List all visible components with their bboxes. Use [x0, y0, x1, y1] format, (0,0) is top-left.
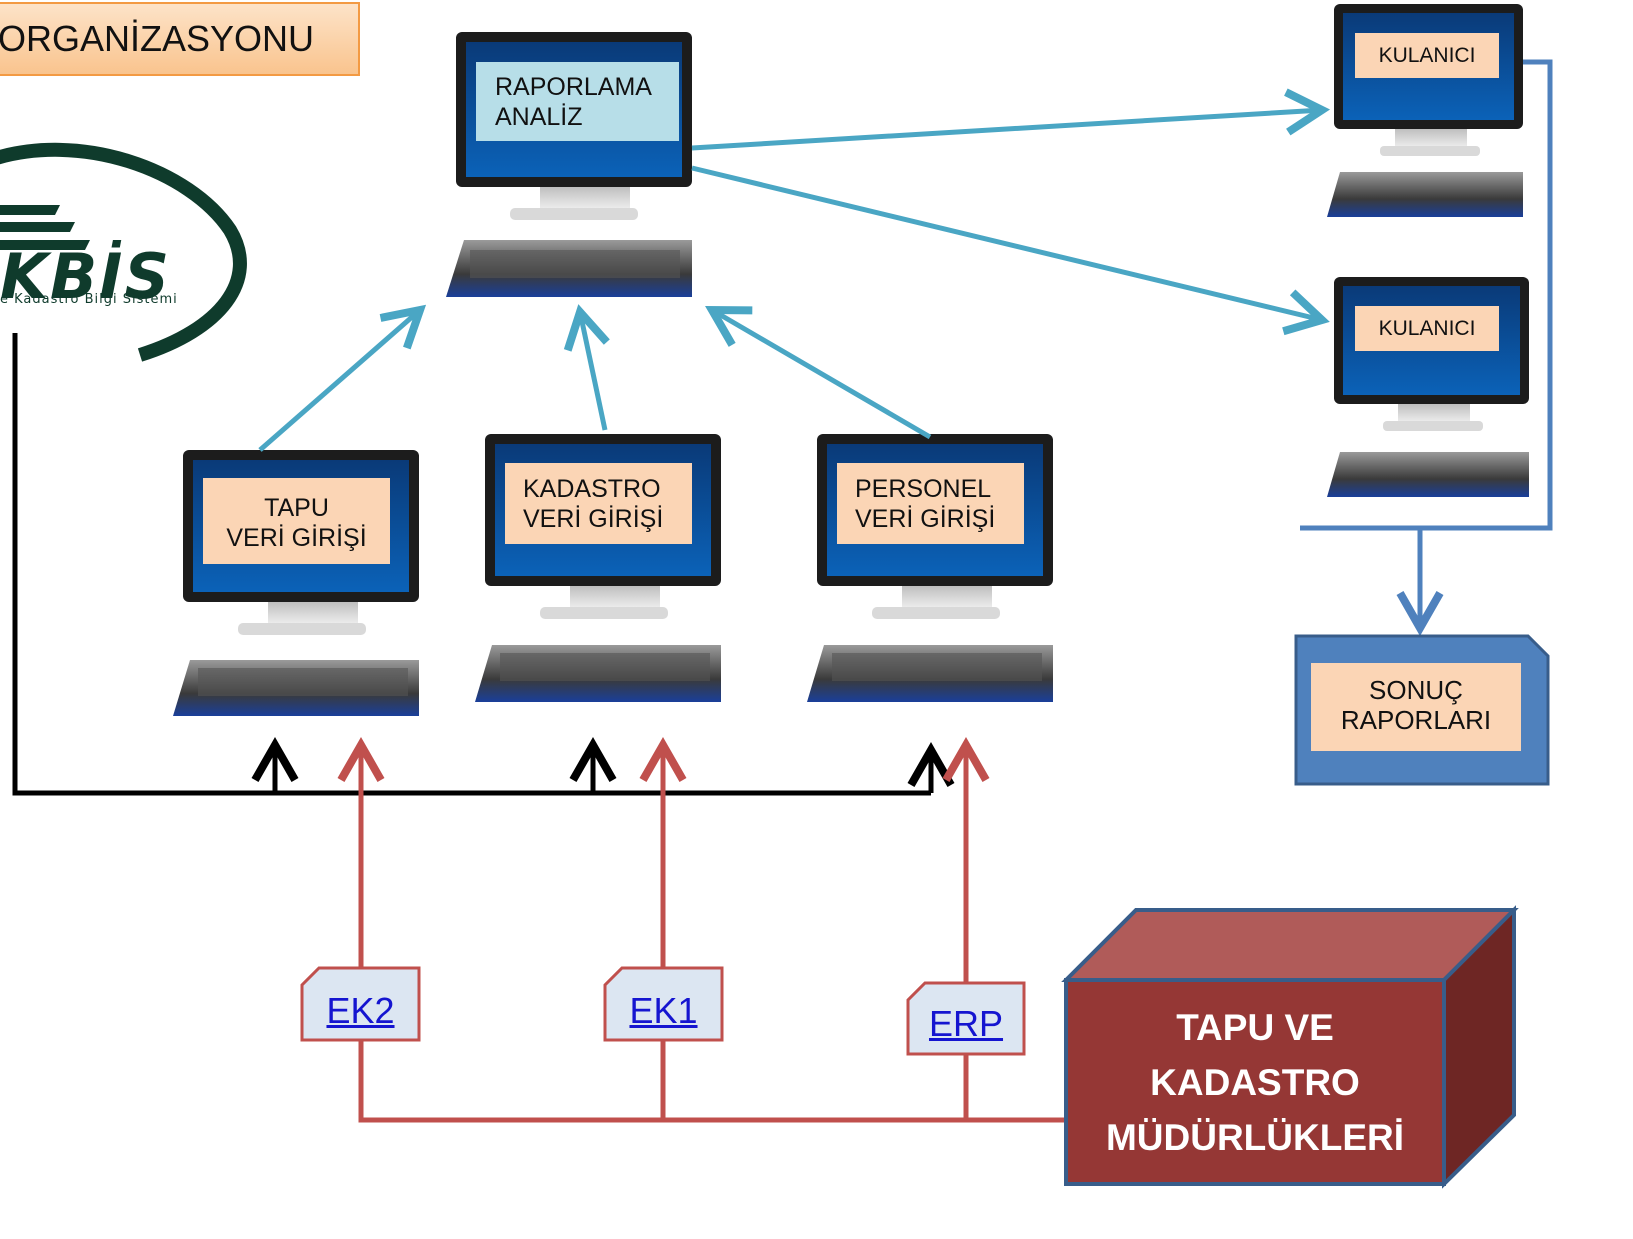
doc-ek1-shape — [603, 966, 724, 1042]
page-title: ORGANİZASYONU — [0, 2, 360, 76]
kulanici-2-label: KULANICI — [1355, 306, 1499, 351]
arrow-raporlama-to-kulanici-2 — [691, 165, 1330, 336]
result-label: SONUÇ RAPORLARI — [1311, 675, 1521, 735]
user-bracket — [1300, 59, 1553, 531]
tapu-line2: VERİ GİRİŞİ — [226, 524, 367, 552]
raporlama-label: RAPORLAMA ANALİZ — [476, 62, 679, 141]
doc-ek2-shape — [300, 966, 421, 1042]
raporlama-line2: ANALİZ — [495, 103, 583, 131]
result-line2: RAPORLARI — [1340, 705, 1492, 735]
tapu-label: TAPU VERİ GİRİŞİ — [203, 478, 390, 564]
raporlama-line1: RAPORLAMA — [495, 73, 652, 101]
black-feed-line — [12, 333, 931, 796]
kadastro-label: KADASTRO VERİ GİRİŞİ — [505, 463, 692, 544]
personel-line2: VERİ GİRİŞİ — [855, 505, 996, 533]
personel-label: PERSONEL VERİ GİRİŞİ — [837, 463, 1024, 544]
source-box-shape — [1061, 905, 1519, 1189]
arrow-tapu-to-raporlama — [258, 304, 427, 452]
logo-text: KBİS — [0, 240, 172, 313]
arrow-personel-to-raporlama — [705, 305, 932, 440]
doc-erp-label[interactable]: ERP — [928, 1003, 1004, 1044]
kadastro-line2: VERİ GİRİŞİ — [523, 505, 664, 533]
doc-ek2-label[interactable]: EK2 — [326, 990, 395, 1031]
doc-erp-shape — [906, 981, 1026, 1056]
personel-line1: PERSONEL — [855, 475, 992, 503]
source-box-label: TAPU VE KADASTRO MÜDÜRLÜKLERİ — [1066, 1000, 1444, 1165]
arrow-raporlama-to-kulanici-1 — [691, 88, 1331, 151]
tapu-line1: TAPU — [264, 494, 329, 522]
logo-graphic — [0, 142, 247, 362]
source-box-line2: KADASTRO — [1150, 1062, 1360, 1103]
red-feed-line — [358, 1040, 1068, 1123]
doc-ek1-label[interactable]: EK1 — [629, 990, 698, 1031]
result-line1: SONUÇ — [1369, 675, 1463, 705]
source-box-line3: MÜDÜRLÜKLERİ — [1105, 1117, 1405, 1158]
logo-subtitle: e Kadastro Bilgi Sistemi — [0, 292, 178, 307]
source-box-line1: TAPU VE — [1176, 1007, 1334, 1048]
kulanici-1-label: KULANICI — [1355, 33, 1499, 78]
kadastro-line1: KADASTRO — [523, 475, 661, 503]
arrow-kadastro-to-raporlama — [563, 304, 610, 431]
